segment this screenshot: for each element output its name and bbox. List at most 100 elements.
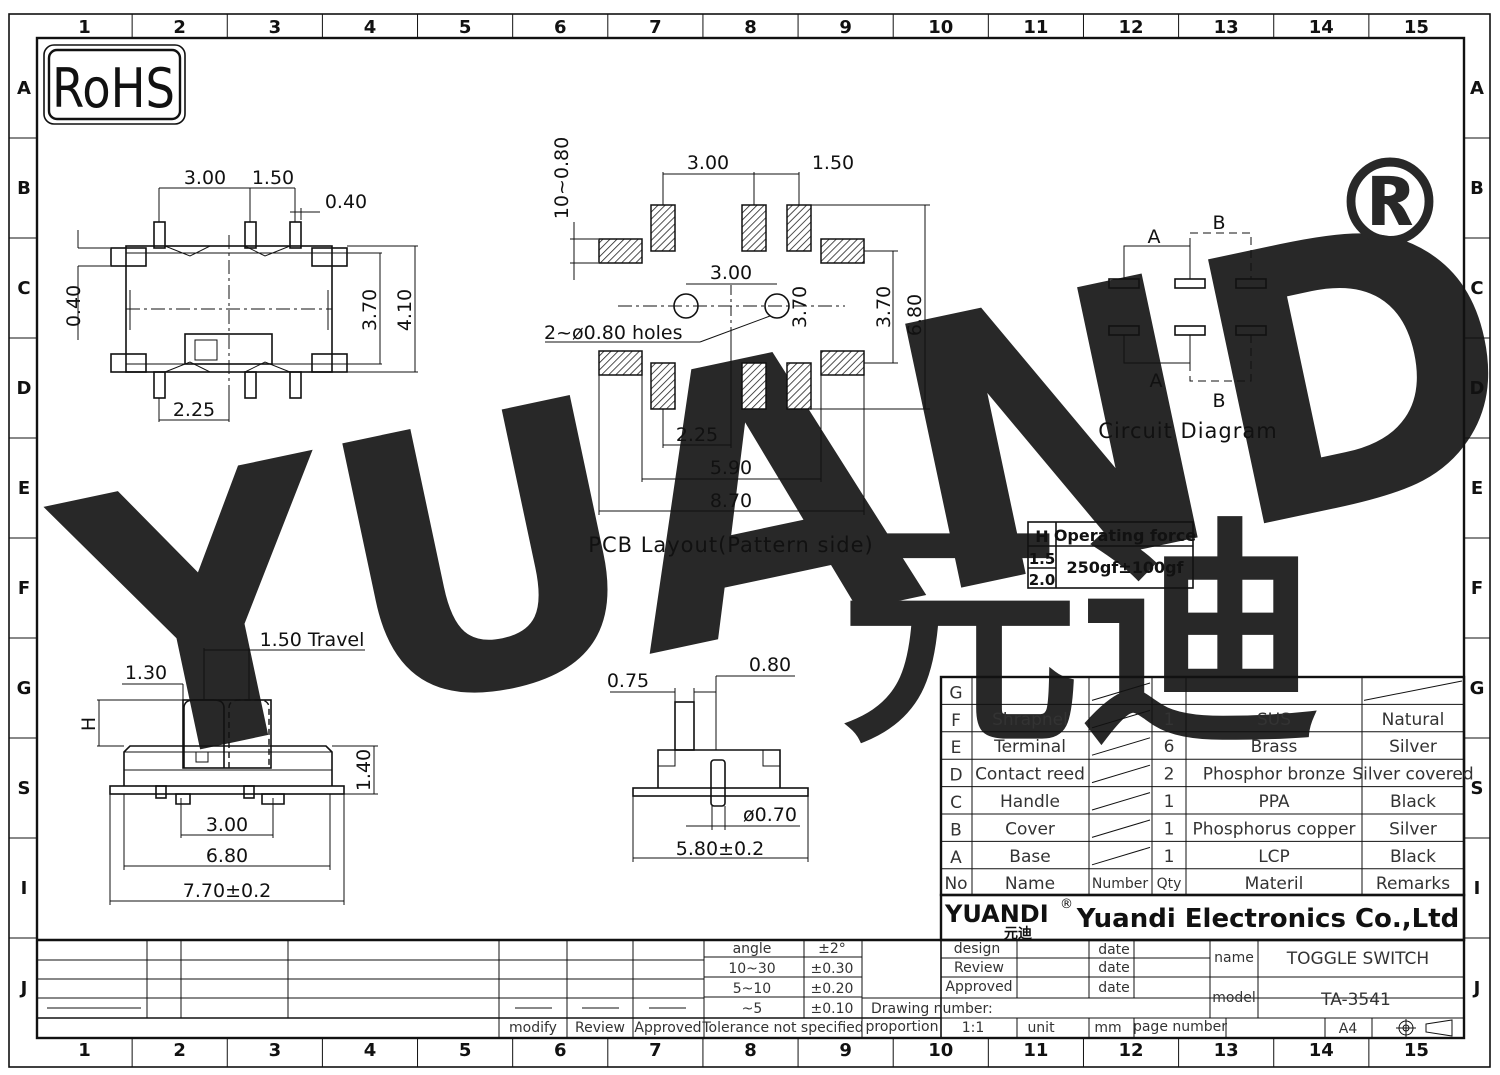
bom-row-name: Terminal bbox=[993, 737, 1066, 757]
rohs-text: RoHS bbox=[52, 57, 175, 120]
force-h1: 1.5 bbox=[1029, 550, 1056, 568]
tol-r1: 10~30 bbox=[728, 961, 775, 977]
bom-row-no: A bbox=[950, 848, 962, 868]
top-dim-150: 1.50 bbox=[252, 167, 294, 189]
bom-row-material: SUS bbox=[1257, 710, 1291, 730]
tb-review: Review bbox=[954, 960, 1004, 976]
bom-row-material: LCP bbox=[1258, 847, 1290, 867]
grid-row-right: C bbox=[1470, 278, 1483, 299]
grid-col-bottom: 15 bbox=[1404, 1040, 1429, 1061]
tb-model-label: model bbox=[1212, 990, 1256, 1006]
grid-col-bottom: 9 bbox=[839, 1040, 852, 1061]
grid-col-top: 13 bbox=[1214, 17, 1239, 38]
grid-col-top: 9 bbox=[839, 17, 852, 38]
bom-h-material: Materil bbox=[1245, 874, 1304, 894]
pcb-dim-870: 8.70 bbox=[710, 490, 752, 512]
tol-r2: 5~10 bbox=[733, 981, 771, 997]
grid-col-top: 4 bbox=[364, 17, 377, 38]
grid-row-right: S bbox=[1471, 778, 1484, 799]
watermark-reg: ® bbox=[1330, 135, 1450, 274]
force-h: H bbox=[1035, 527, 1048, 546]
company-reg: ® bbox=[1060, 897, 1073, 912]
grid-col-top: 12 bbox=[1119, 17, 1144, 38]
tb-design: design bbox=[954, 941, 1000, 957]
bom-h-remarks: Remarks bbox=[1376, 874, 1450, 894]
grid-row-left: C bbox=[17, 278, 30, 299]
bom-row-material: Phosphor bronze bbox=[1203, 765, 1346, 785]
end-view: 0.75 0.80 ø0.70 5.80±0.2 bbox=[607, 654, 809, 862]
bom-row-remarks: Black bbox=[1390, 792, 1436, 812]
grid-row-right: B bbox=[1470, 178, 1484, 199]
grid-row-left: A bbox=[17, 78, 31, 99]
title-block: design Review Approved date date date Dr… bbox=[862, 940, 1464, 1038]
grid-row-left: I bbox=[21, 878, 28, 899]
watermark-cn: 元迪 bbox=[840, 497, 1320, 777]
side-dim-300: 3.00 bbox=[206, 814, 248, 836]
company-logo-cn: 元迪 bbox=[1004, 925, 1032, 942]
bom-row-material: PPA bbox=[1258, 792, 1289, 812]
grid-col-top: 11 bbox=[1023, 17, 1048, 38]
tb-name-label: name bbox=[1214, 950, 1254, 966]
pcb-dim-590: 5.90 bbox=[710, 457, 752, 479]
grid-row-left: B bbox=[17, 178, 31, 199]
bom-row-name: Shrapnel bbox=[992, 710, 1068, 730]
grid-col-bottom: 6 bbox=[554, 1040, 567, 1061]
grid-col-top: 7 bbox=[649, 17, 662, 38]
bom-row-remarks: Natural bbox=[1382, 710, 1445, 730]
grid-col-bottom: 13 bbox=[1214, 1040, 1239, 1061]
bom-h-qty: Qty bbox=[1157, 876, 1182, 892]
grid-row-right: J bbox=[1472, 978, 1481, 999]
operating-force-table: H Operating force 1.5 2.0 250gf±100gf bbox=[1027, 521, 1196, 589]
tb-scale: 1:1 bbox=[962, 1020, 985, 1036]
grid-col-bottom: 7 bbox=[649, 1040, 662, 1061]
grid-col-top: 14 bbox=[1309, 17, 1334, 38]
top-dim-410: 4.10 bbox=[394, 289, 416, 331]
grid-col-bottom: 1 bbox=[78, 1040, 91, 1061]
tb-model-value: TA-3541 bbox=[1320, 990, 1391, 1010]
force-header: Operating force bbox=[1054, 526, 1196, 545]
side-dim-140: 1.40 bbox=[353, 749, 375, 791]
bom-row-qty: 1 bbox=[1164, 847, 1175, 867]
bom-row-qty: 1 bbox=[1164, 792, 1175, 812]
grid-row-right: I bbox=[1474, 878, 1481, 899]
grid-col-bottom: 8 bbox=[744, 1040, 757, 1061]
circuit-caption: Circuit Diagram bbox=[1098, 419, 1277, 443]
tol-r3: ~5 bbox=[742, 1001, 763, 1017]
rohs-badge: RoHS bbox=[43, 44, 186, 125]
grid-col-bottom: 2 bbox=[173, 1040, 186, 1061]
bom-row-no: C bbox=[950, 793, 962, 813]
company-name: Yuandi Electronics Co.,Ltd bbox=[1076, 904, 1460, 934]
bom-row-qty: 6 bbox=[1164, 737, 1175, 757]
tb-proportion: proportion bbox=[866, 1019, 939, 1035]
bom-row-name: Handle bbox=[1000, 792, 1060, 812]
grid-row-left: E bbox=[18, 478, 30, 499]
pcb-dim-300b: 3.00 bbox=[710, 262, 752, 284]
tb-unit-value: mm bbox=[1094, 1020, 1121, 1036]
circuit-a-bot: A bbox=[1150, 370, 1163, 392]
grid-col-bottom: 10 bbox=[928, 1040, 953, 1061]
tb-date3: date bbox=[1098, 980, 1130, 996]
bom-row-no: D bbox=[949, 766, 962, 786]
grid-col-bottom: 4 bbox=[364, 1040, 377, 1061]
grid-row-right: A bbox=[1470, 78, 1484, 99]
side-h: H bbox=[78, 717, 100, 731]
bom-row-qty: 1 bbox=[1164, 710, 1175, 730]
circuit-diagram: A B A B Circuit Diagram bbox=[1098, 212, 1277, 443]
outer-frame bbox=[8, 13, 1491, 1068]
circuit-b-bot: B bbox=[1212, 390, 1225, 412]
side-dim-680: 6.80 bbox=[206, 845, 248, 867]
pcb-dim-370a: 3.70 bbox=[789, 286, 811, 328]
tol-angle-val: ±2° bbox=[818, 941, 846, 957]
tb-drawing-number: Drawing number: bbox=[871, 1001, 993, 1017]
circuit-b-top: B bbox=[1212, 212, 1225, 234]
tol-v3: ±0.10 bbox=[811, 1001, 854, 1017]
grid-col-top: 15 bbox=[1404, 17, 1429, 38]
bom-row-material: Brass bbox=[1251, 737, 1298, 757]
tol-angle: angle bbox=[733, 941, 772, 957]
circuit-a-top: A bbox=[1148, 226, 1161, 248]
tb-unit: unit bbox=[1027, 1020, 1055, 1036]
grid-col-bottom: 11 bbox=[1023, 1040, 1048, 1061]
grid-col-top: 1 bbox=[78, 17, 91, 38]
